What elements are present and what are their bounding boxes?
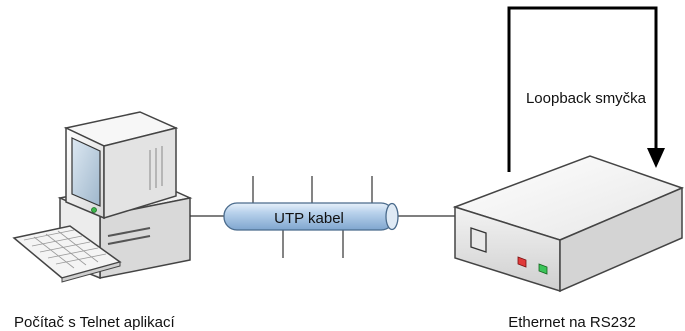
arrow-down-icon bbox=[647, 148, 665, 168]
network-device-icon bbox=[452, 155, 685, 293]
cable-label: UTP kabel bbox=[274, 210, 344, 227]
loopback-label: Loopback smyčka bbox=[526, 90, 647, 107]
loopback-line bbox=[507, 6, 665, 172]
utp-cable bbox=[190, 176, 455, 258]
computer-icon bbox=[57, 111, 193, 280]
converter-label: Ethernet na RS232 bbox=[508, 314, 636, 331]
pc-label: Počítač s Telnet aplikací bbox=[14, 314, 175, 331]
keyboard-icon bbox=[12, 225, 122, 283]
